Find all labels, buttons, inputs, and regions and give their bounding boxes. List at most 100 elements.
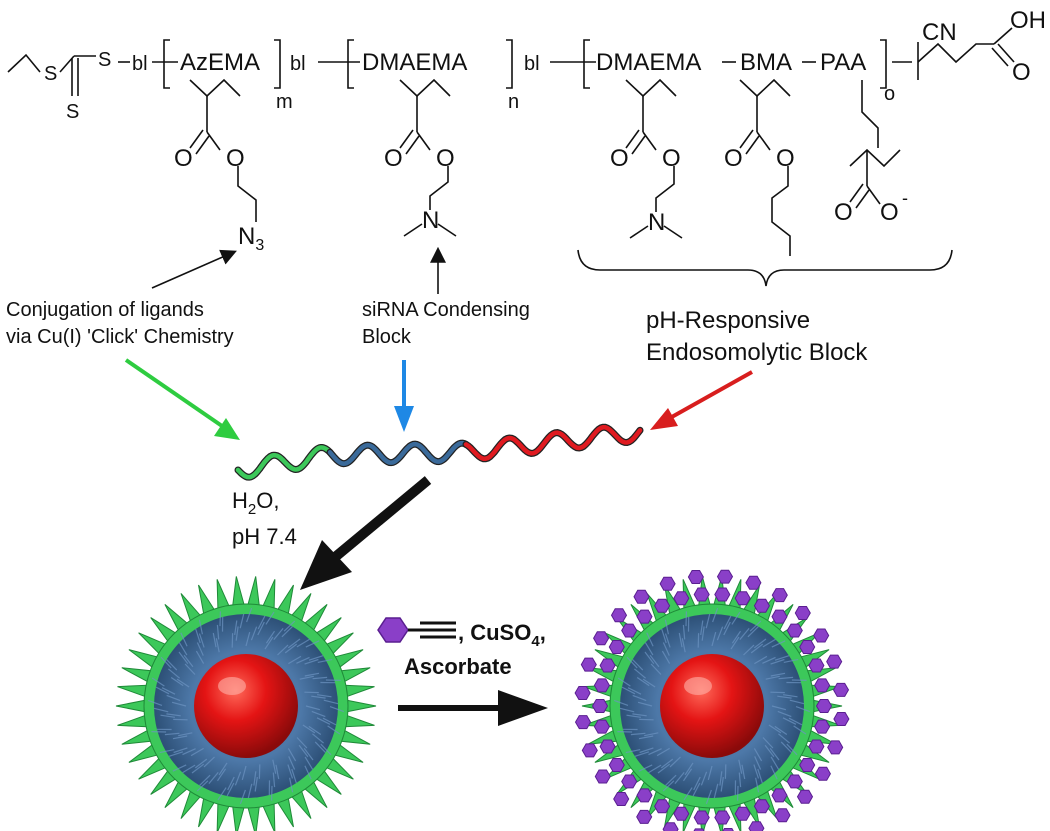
ligand-hexagon-surface bbox=[581, 743, 598, 758]
ligand-hexagon-surface bbox=[814, 766, 831, 781]
shell-texture bbox=[646, 632, 654, 647]
shell-texture bbox=[184, 663, 196, 675]
subscript-m: m bbox=[276, 91, 293, 113]
shell-texture bbox=[783, 694, 798, 698]
ligand-hexagon-surface bbox=[734, 591, 751, 606]
hydroxyl-group: OH bbox=[1010, 7, 1046, 34]
ligand-hexagon-surface bbox=[574, 686, 591, 700]
azema-backbone bbox=[189, 78, 241, 98]
sulfur-3: S bbox=[66, 101, 79, 123]
shell-texture bbox=[155, 686, 170, 695]
bma-butyl bbox=[771, 166, 791, 256]
dmaema-ester-o: O bbox=[436, 145, 455, 172]
shell-texture bbox=[731, 630, 741, 644]
conjugation-label-line2: via Cu(I) 'Click' Chemistry bbox=[6, 326, 234, 348]
shell-texture bbox=[160, 714, 175, 718]
reaction-conditions: , CuSO4, Ascorbate bbox=[404, 620, 546, 679]
shell-texture bbox=[226, 782, 235, 797]
shell-texture bbox=[783, 658, 799, 663]
ligand-hexagon-surface bbox=[826, 654, 843, 669]
shell-texture bbox=[168, 668, 180, 679]
ligand-hexagon-surface bbox=[827, 740, 844, 755]
shell-texture bbox=[657, 763, 671, 774]
shell-texture bbox=[147, 699, 163, 706]
ligand-hexagon-surface bbox=[734, 806, 751, 821]
shell-texture bbox=[304, 658, 319, 665]
bracket-3-right bbox=[880, 39, 887, 89]
shell-texture bbox=[778, 733, 790, 744]
shell-texture bbox=[770, 756, 780, 770]
ter-dmaema-backbone bbox=[625, 78, 677, 98]
ph-label-line2: Endosomolytic Block bbox=[646, 339, 868, 366]
end-co-a bbox=[991, 47, 1009, 67]
shell-texture bbox=[719, 771, 723, 786]
shell-texture bbox=[322, 717, 337, 726]
ligand-hexagon-surface bbox=[693, 810, 710, 825]
ligand-hexagon-surface bbox=[621, 774, 638, 789]
dmaema-ester-bond bbox=[416, 131, 431, 151]
ligand-hexagon-surface bbox=[633, 589, 650, 604]
shell-texture bbox=[739, 628, 750, 640]
ligand-hexagon-surface bbox=[687, 570, 704, 584]
shell-texture bbox=[617, 677, 631, 687]
shell-texture bbox=[245, 631, 251, 647]
ligand-hexagon-surface bbox=[621, 623, 638, 638]
shell-texture bbox=[327, 725, 341, 735]
paa-chain bbox=[861, 80, 879, 148]
shell-texture bbox=[296, 638, 310, 648]
shell-texture bbox=[693, 776, 701, 791]
shell-texture bbox=[239, 613, 245, 629]
shell-texture bbox=[780, 741, 792, 753]
water-label: H2O, bbox=[232, 488, 279, 518]
dmaema-nme-b bbox=[437, 223, 457, 237]
shell-texture bbox=[283, 620, 296, 632]
shell-texture bbox=[212, 632, 217, 648]
bl-label-3: bl bbox=[524, 53, 540, 75]
red-core bbox=[194, 654, 298, 758]
shell-texture bbox=[178, 651, 189, 665]
shell-texture bbox=[196, 642, 204, 656]
shell-texture bbox=[275, 764, 280, 780]
shell-texture bbox=[632, 694, 647, 702]
paa-backbone bbox=[849, 148, 901, 168]
ph-label-line1: pH-Responsive bbox=[646, 307, 810, 334]
sirna-label-line1: siRNA Condensing bbox=[362, 299, 530, 321]
shell-texture bbox=[182, 748, 196, 756]
shell-texture bbox=[793, 725, 807, 735]
shell-texture bbox=[296, 737, 308, 749]
shell-texture bbox=[648, 764, 662, 774]
shell-texture bbox=[626, 714, 641, 718]
shell-texture bbox=[218, 762, 228, 776]
shell-texture bbox=[632, 659, 644, 671]
green-arrow-head bbox=[214, 418, 240, 440]
shell-texture bbox=[160, 656, 172, 669]
ligand-hexagon-surface bbox=[599, 739, 616, 754]
azema-ester-bond bbox=[206, 131, 221, 151]
bl-label-2: bl bbox=[290, 53, 306, 75]
shell-texture bbox=[662, 780, 675, 792]
shell-texture bbox=[665, 774, 677, 786]
shell-texture bbox=[296, 656, 310, 664]
ligand-hexagon-surface bbox=[771, 788, 788, 803]
shell-texture bbox=[755, 777, 760, 793]
shell-texture bbox=[770, 765, 778, 780]
colored-arrows bbox=[124, 358, 753, 440]
assembly-arrow-head bbox=[300, 540, 352, 590]
red-arrow-head bbox=[650, 408, 678, 430]
alkyne-ligand-icon bbox=[377, 617, 456, 643]
polymer-helix bbox=[234, 423, 644, 481]
ligand-hexagon-surface bbox=[662, 822, 679, 831]
shell-texture bbox=[305, 705, 321, 711]
ligand-hexagon-surface bbox=[833, 712, 850, 726]
shell-texture bbox=[194, 758, 208, 769]
shell-texture bbox=[621, 686, 636, 695]
shell-texture bbox=[329, 706, 345, 713]
paa-co-a bbox=[849, 183, 864, 203]
shell-texture bbox=[638, 764, 653, 772]
shell-texture bbox=[627, 687, 642, 695]
shell-texture bbox=[649, 654, 660, 668]
azema-carbonyl-o: O bbox=[174, 145, 193, 172]
bma-backbone bbox=[739, 78, 791, 98]
cyano-group: CN bbox=[922, 19, 957, 46]
ligand-hexagon-surface bbox=[599, 658, 616, 673]
